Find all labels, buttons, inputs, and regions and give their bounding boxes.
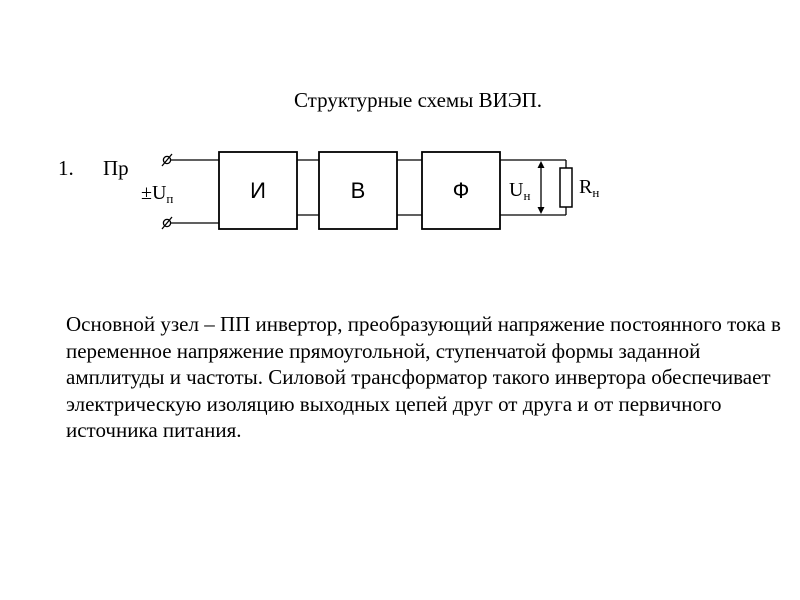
block-label-rectifier: В	[351, 178, 366, 203]
source-voltage-label: ±Uп	[141, 182, 173, 206]
output-voltage-label: Uн	[509, 179, 530, 203]
list-number: 1.	[58, 156, 74, 180]
block-label-inverter: И	[250, 178, 266, 203]
block-inverter	[218, 151, 298, 230]
slide-title: Структурные схемы ВИЭП.	[293, 88, 543, 112]
load-resistor	[559, 167, 573, 208]
block-label-filter: Ф	[453, 178, 470, 203]
list-item-text: Пр	[103, 156, 129, 180]
load-resistor-label: Rн	[579, 176, 599, 200]
body-paragraph: Основной узел – ПП инвертор, преобразующ…	[66, 312, 781, 442]
block-filter	[421, 151, 501, 230]
block-rectifier	[318, 151, 398, 230]
